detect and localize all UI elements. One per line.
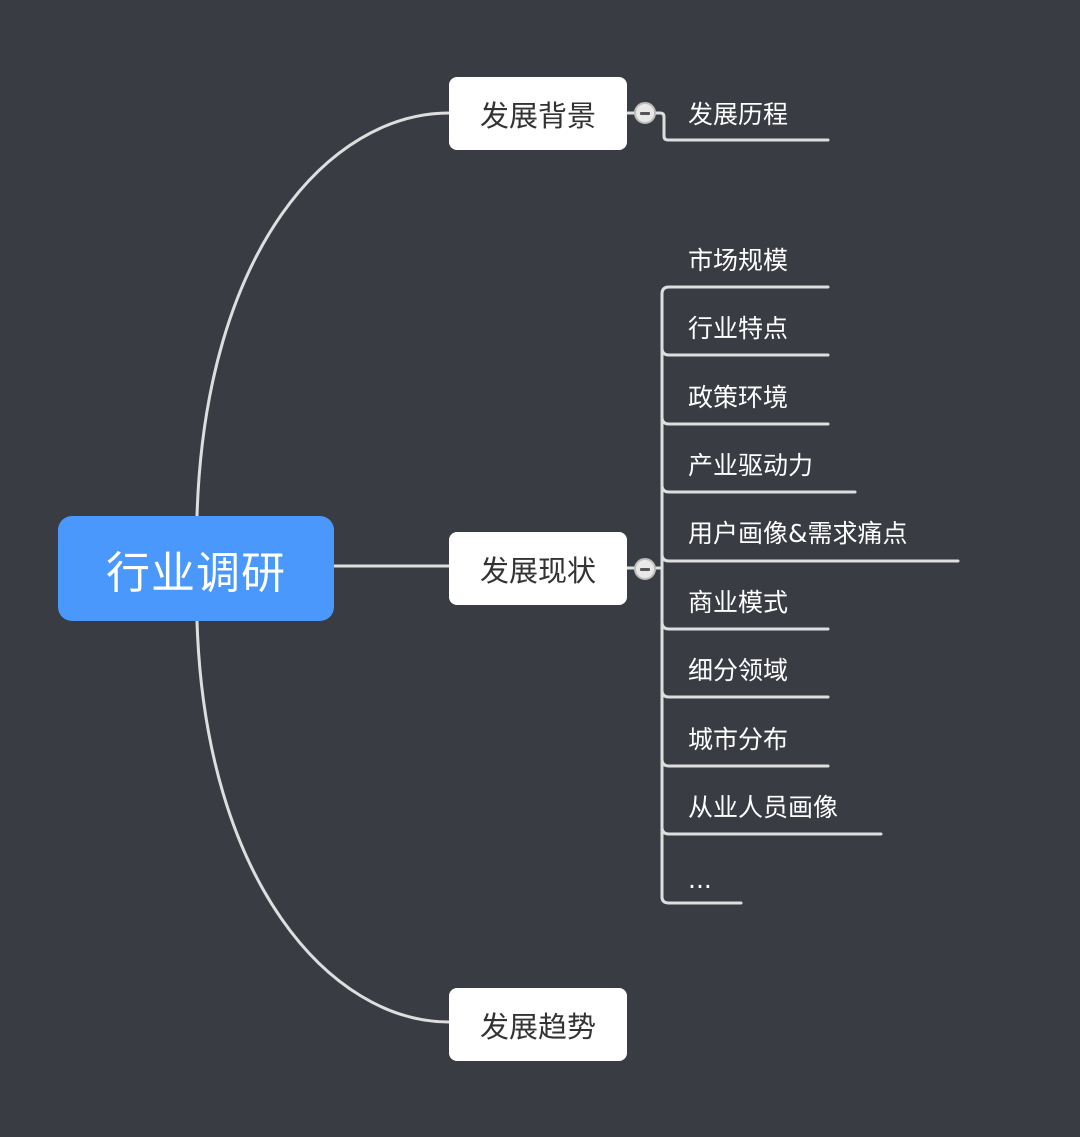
leaf-industry-drivers[interactable]: 产业驱动力 xyxy=(688,451,814,480)
connector-leaf xyxy=(660,620,830,631)
connector-bracket xyxy=(660,292,743,905)
leaf-city-distribution[interactable]: 城市分布 xyxy=(688,725,789,754)
connector-background-history xyxy=(654,111,830,142)
leaf-industry-features[interactable]: 行业特点 xyxy=(688,314,789,343)
leaf-practitioner-persona[interactable]: 从业人员画像 xyxy=(688,793,839,822)
branch-node-status[interactable]: 发展现状 xyxy=(449,532,627,605)
leaf-policy-environment[interactable]: 政策环境 xyxy=(688,383,789,412)
connector-leaf xyxy=(660,285,830,296)
leaf-history[interactable]: 发展历程 xyxy=(688,100,789,129)
connector-leaf xyxy=(660,552,960,563)
connector-root-background xyxy=(195,111,451,518)
connector-root-trend xyxy=(195,619,451,1024)
collapse-minus-icon[interactable] xyxy=(634,558,656,580)
branch-node-trend[interactable]: 发展趋势 xyxy=(449,988,627,1061)
connector-leaf xyxy=(660,346,830,357)
leaf-segments[interactable]: 细分领域 xyxy=(688,656,789,685)
leaf-market-size[interactable]: 市场规模 xyxy=(688,246,789,275)
leaf-user-persona[interactable]: 用户画像&需求痛点 xyxy=(688,519,908,548)
branch-node-background[interactable]: 发展背景 xyxy=(449,77,627,150)
root-node[interactable]: 行业调研 xyxy=(58,516,334,621)
leaf-more[interactable]: ... xyxy=(688,865,712,894)
connector-leaf xyxy=(660,483,857,494)
connector-leaf xyxy=(660,415,830,426)
leaf-business-model[interactable]: 商业模式 xyxy=(688,588,789,617)
collapse-minus-icon[interactable] xyxy=(634,102,656,124)
connector-leaf xyxy=(660,757,830,768)
connector-leaf xyxy=(660,688,830,699)
connector-leaf xyxy=(660,825,883,836)
